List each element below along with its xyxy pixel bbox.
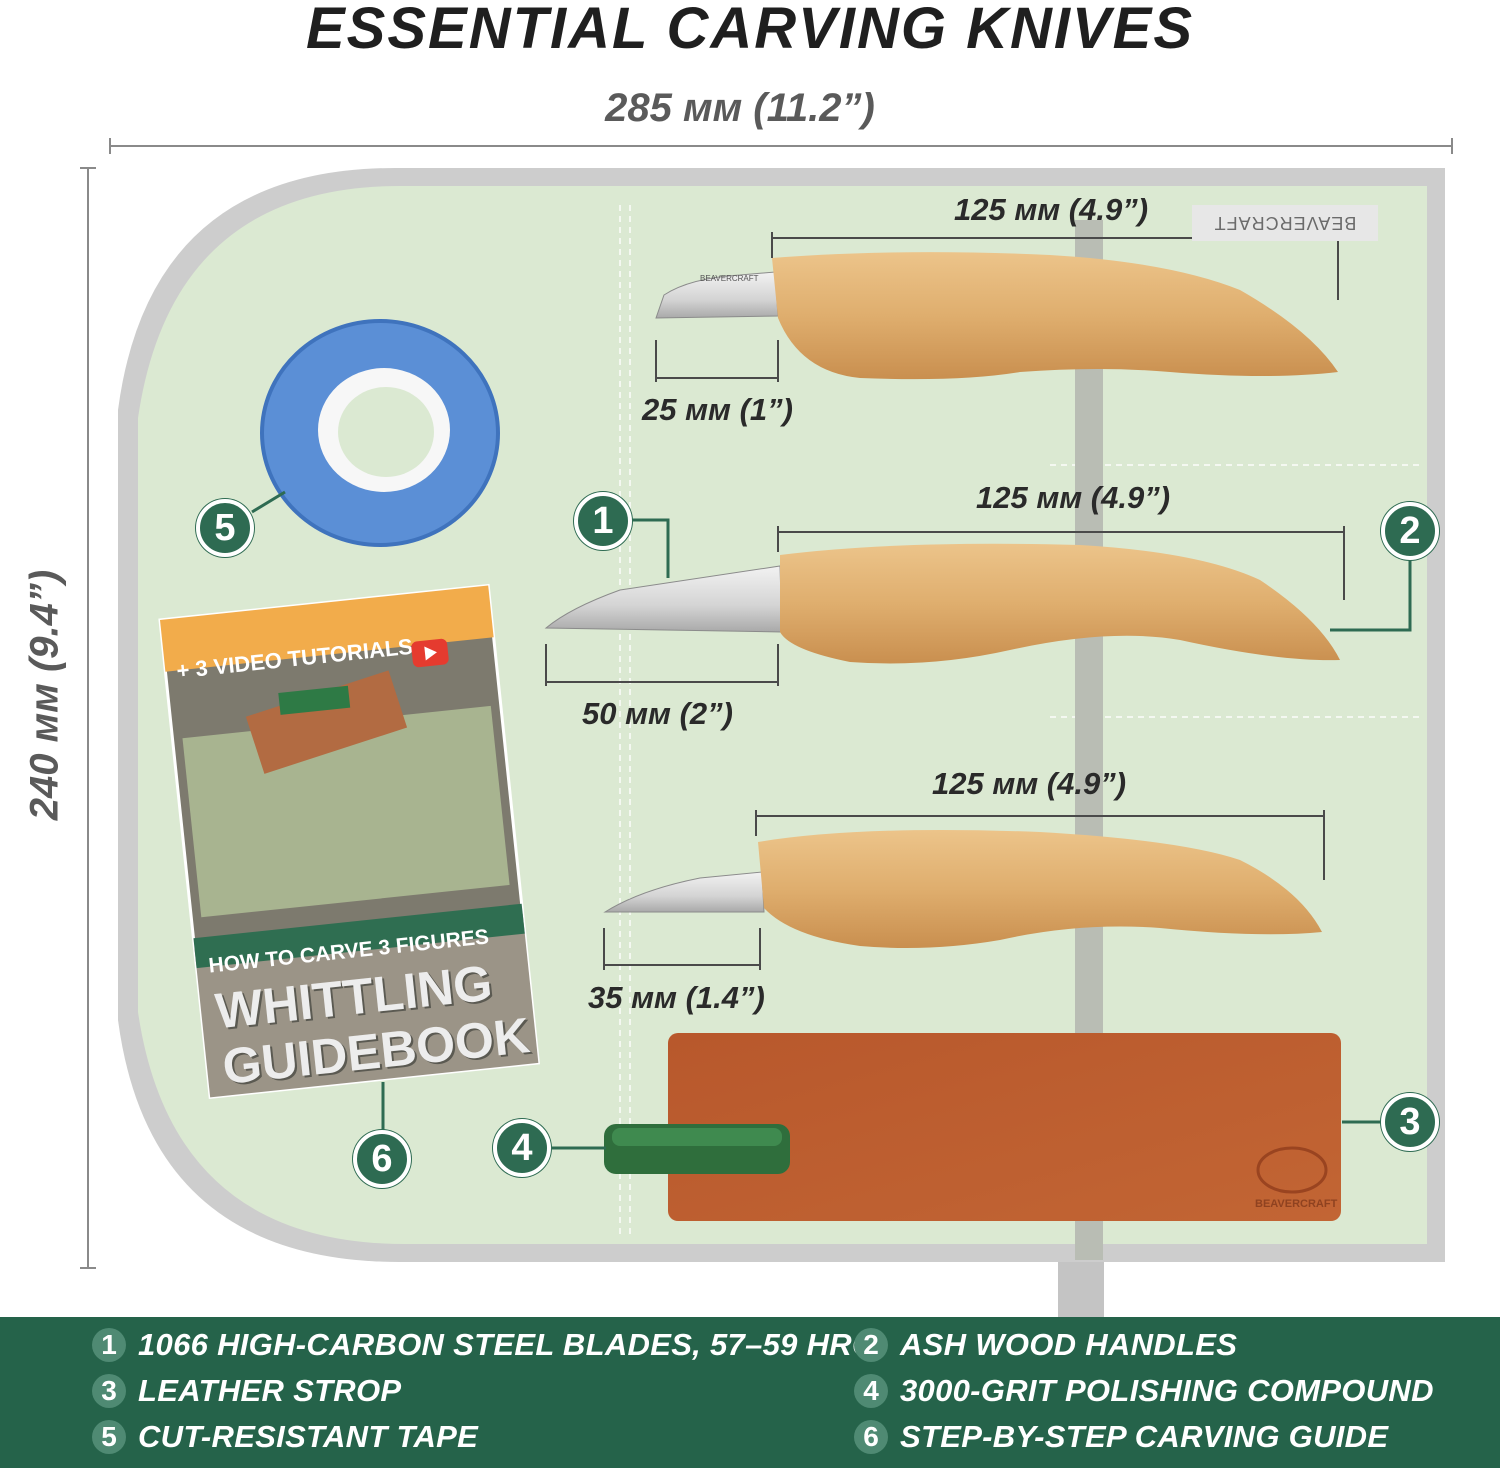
badge-3-strop: 3 bbox=[1381, 1093, 1439, 1151]
knife-dimension-lines bbox=[545, 232, 1345, 970]
feature-text: LEATHER STROP bbox=[138, 1373, 402, 1408]
knife-3 bbox=[603, 829, 1322, 948]
pocket-seams bbox=[619, 205, 1420, 1235]
features-footer: 1 1066 HIGH-CARBON STEEL BLADES, 57–59 H… bbox=[0, 1317, 1500, 1468]
feature-text: ASH WOOD HANDLES bbox=[900, 1327, 1238, 1362]
knife-2 bbox=[544, 543, 1340, 664]
feature-text: STEP-BY-STEP CARVING GUIDE bbox=[900, 1419, 1389, 1454]
feature-number: 6 bbox=[854, 1420, 888, 1454]
strop-logo-mark bbox=[1256, 1146, 1328, 1194]
feature-text: 1066 HIGH-CARBON STEEL BLADES, 57–59 HRC bbox=[138, 1327, 875, 1362]
badge-2-handles: 2 bbox=[1381, 502, 1439, 560]
knife-1-handle-length: 125 мм (4.9”) bbox=[954, 192, 1149, 227]
feature-3: 3 LEATHER STROP bbox=[92, 1373, 401, 1409]
feature-2: 2 ASH WOOD HANDLES bbox=[854, 1327, 1237, 1363]
feature-text: CUT-RESISTANT TAPE bbox=[138, 1419, 479, 1454]
badge-leader-lines bbox=[251, 490, 1412, 1150]
feature-text: 3000-GRIT POLISHING COMPOUND bbox=[900, 1373, 1434, 1408]
roll-brand-label: BEAVERCRAFT bbox=[1192, 205, 1378, 241]
feature-5: 5 CUT-RESISTANT TAPE bbox=[92, 1419, 478, 1455]
feature-4: 4 3000-GRIT POLISHING COMPOUND bbox=[854, 1373, 1434, 1409]
feature-6: 6 STEP-BY-STEP CARVING GUIDE bbox=[854, 1419, 1388, 1455]
feature-1: 1 1066 HIGH-CARBON STEEL BLADES, 57–59 H… bbox=[92, 1327, 875, 1363]
knife-1-blade-length: 25 мм (1”) bbox=[642, 392, 793, 427]
knife-3-blade-length: 35 мм (1.4”) bbox=[588, 980, 765, 1015]
badge-1-blades: 1 bbox=[574, 492, 632, 550]
width-dimension-line bbox=[109, 138, 1453, 154]
whittling-guidebook bbox=[158, 583, 541, 1100]
roll-width-label: 285 мм (11.2”) bbox=[605, 86, 875, 130]
height-dimension-line bbox=[80, 167, 96, 1269]
badge-6-guide: 6 bbox=[353, 1130, 411, 1188]
feature-number: 4 bbox=[854, 1374, 888, 1408]
knife-2-handle-length: 125 мм (4.9”) bbox=[976, 480, 1171, 515]
knife-3-handle-length: 125 мм (4.9”) bbox=[932, 766, 1127, 801]
knife-2-blade-length: 50 мм (2”) bbox=[582, 696, 733, 731]
feature-number: 2 bbox=[854, 1328, 888, 1362]
cut-resistant-tape-roll bbox=[260, 319, 500, 547]
leather-strop bbox=[668, 1033, 1341, 1221]
knife-1 bbox=[655, 252, 1338, 380]
feature-number: 3 bbox=[92, 1374, 126, 1408]
strop-brand-stamp: BEAVERCRAFT bbox=[1255, 1198, 1338, 1210]
feature-number: 1 bbox=[92, 1328, 126, 1362]
polishing-compound-bar bbox=[604, 1124, 790, 1174]
video-icon bbox=[410, 638, 450, 668]
badge-4-compound: 4 bbox=[493, 1119, 551, 1177]
badge-5-tape: 5 bbox=[196, 499, 254, 557]
page-title: ESSENTIAL CARVING KNIVES bbox=[305, 0, 1195, 61]
blade-brand-stamp: BEAVERCRAFT bbox=[700, 274, 759, 283]
feature-number: 5 bbox=[92, 1420, 126, 1454]
